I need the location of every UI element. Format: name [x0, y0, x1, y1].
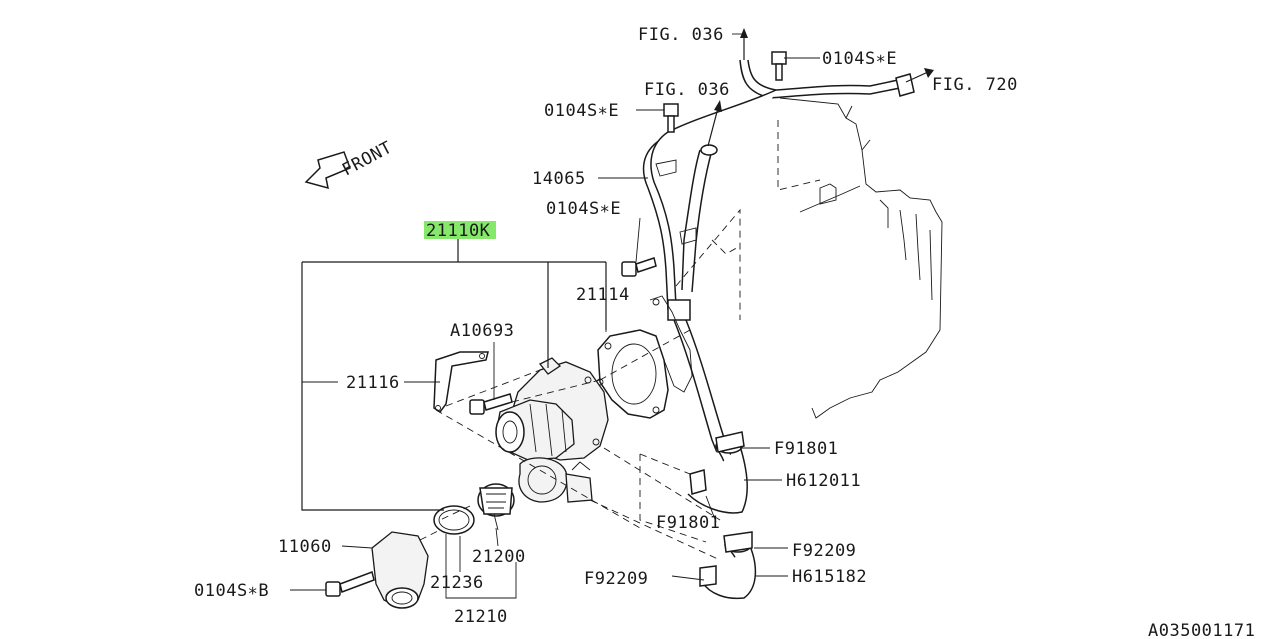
label-f91801-b: F91801	[656, 513, 720, 533]
hose-clamps	[689, 431, 753, 553]
label-bolt-b: 0104S∗B	[194, 581, 269, 601]
diagram-id: A035001171	[1148, 621, 1255, 639]
label-21236: 21236	[430, 573, 484, 593]
label-fig036-top: FIG. 036	[638, 25, 724, 45]
front-arrow-icon	[304, 151, 351, 190]
label-bolt-e-top: 0104S∗E	[822, 49, 897, 69]
engine-block-outline	[777, 97, 943, 419]
water-pump	[495, 357, 609, 503]
gasket-21114	[596, 329, 669, 419]
leader-lines	[290, 33, 820, 599]
label-21200: 21200	[472, 547, 526, 567]
thermostat-cover-11060	[371, 531, 429, 609]
label-fig720: FIG. 720	[932, 75, 1018, 95]
label-14065: 14065	[532, 169, 586, 189]
label-f92209-b: F92209	[584, 569, 648, 589]
label-21116: 21116	[346, 373, 400, 393]
label-21210: 21210	[454, 607, 508, 627]
label-a10693: A10693	[450, 321, 514, 341]
label-f92209-a: F92209	[792, 541, 856, 561]
label-h615182: H615182	[792, 567, 867, 587]
highlight-21110k	[424, 221, 496, 239]
thermostat-21200	[477, 483, 515, 531]
label-fig036-mid: FIG. 036	[644, 80, 730, 100]
label-21114: 21114	[576, 285, 630, 305]
gasket-21116	[433, 351, 489, 414]
label-bolt-e-mid: 0104S∗E	[544, 101, 619, 121]
alignment-lines	[419, 208, 741, 561]
timing-cover-plate	[649, 295, 693, 393]
label-h612011: H612011	[786, 471, 861, 491]
label-21110k[interactable]: 21110K	[426, 221, 491, 241]
label-front: FRONT	[339, 138, 396, 181]
gasket-21236	[433, 505, 475, 535]
label-11060: 11060	[278, 537, 332, 557]
arrow-fig036-mid	[707, 100, 722, 147]
bolt-0104s-b	[325, 571, 375, 597]
bolt-0104s-e-mid	[663, 103, 679, 133]
bolt-0104s-e-top	[771, 51, 787, 81]
label-f91801-a: F91801	[774, 439, 838, 459]
hose-14065	[642, 59, 915, 461]
arrow-fig720	[905, 68, 934, 83]
bolt-0104s-e-low	[621, 257, 657, 277]
label-bolt-e-low: 0104S∗E	[546, 199, 621, 219]
arrow-fig036-top	[740, 28, 748, 60]
